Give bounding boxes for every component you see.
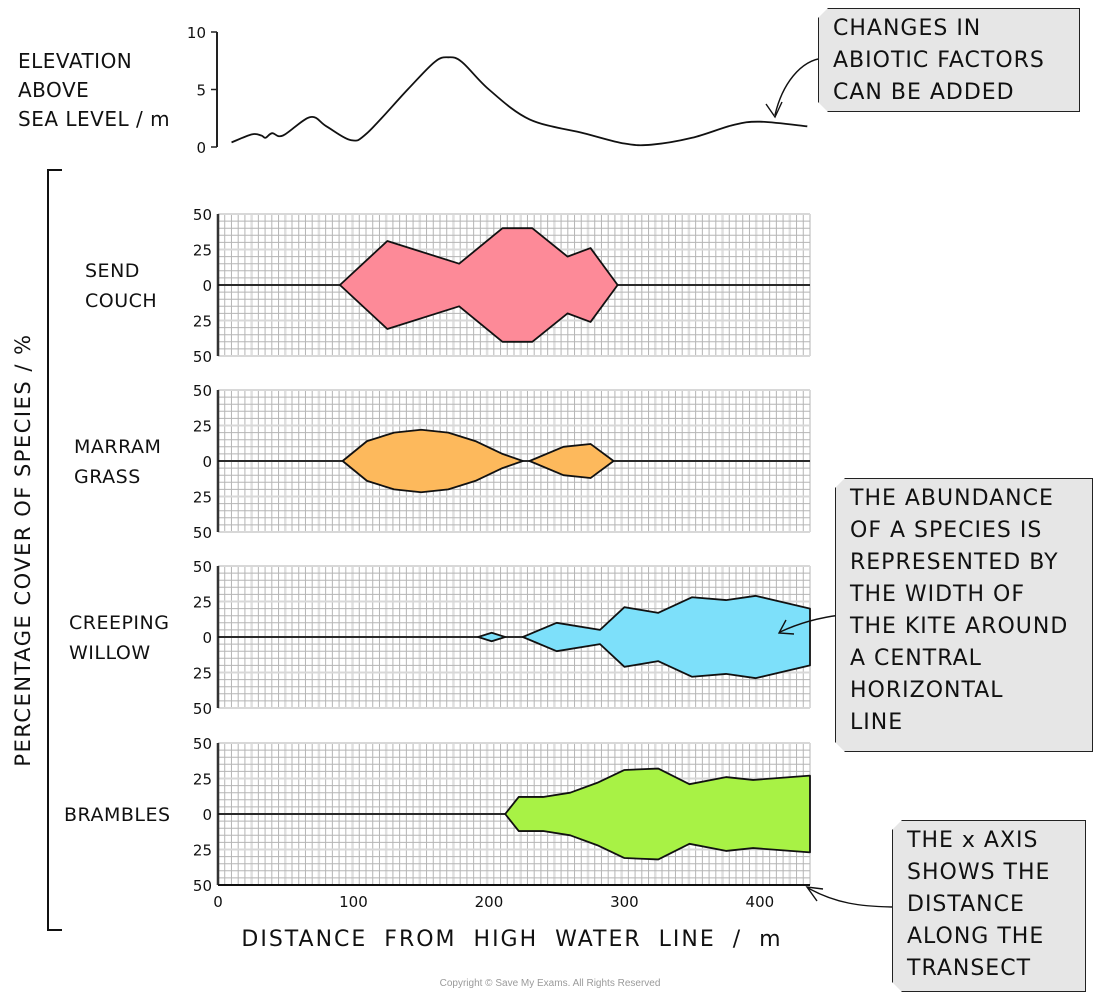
kite-panels: 502502550SENDCOUCH502502550MARRAMGRASS50… (64, 206, 811, 895)
kite-shape (341, 428, 524, 494)
panel-y-tick-label: 50 (193, 206, 212, 224)
x-tick-label: 300 (610, 893, 639, 911)
panel-y-tick-label: 25 (193, 842, 212, 860)
note-line: HORIZONTAL (850, 678, 1004, 703)
species-label: MARRAM (74, 436, 161, 458)
arrowhead-icon (805, 886, 824, 902)
species-label: GRASS (74, 466, 141, 488)
arrow-abundance (779, 614, 842, 633)
note-line: THE ABUNDANCE (850, 486, 1054, 511)
panel-y-tick-label: 0 (202, 277, 212, 295)
note-line: OF A SPECIES IS (850, 518, 1043, 543)
note-line: THE WIDTH OF (850, 582, 1026, 607)
kite-shape (477, 631, 507, 643)
arrow-abiotic (774, 57, 825, 116)
note-line: A CENTRAL (850, 646, 982, 671)
copyright-text: Copyright © Save My Exams. All Rights Re… (439, 978, 661, 989)
panel-y-tick-label: 50 (193, 524, 212, 542)
note-line: ALONG THE (907, 924, 1045, 949)
panel-y-tick-label: 0 (202, 806, 212, 824)
elevation-line (231, 56, 808, 147)
panel-y-tick-label: 25 (193, 242, 212, 260)
note-line: REPRESENTED BY (850, 550, 1059, 575)
panel-y-tick-label: 25 (193, 594, 212, 612)
panel-y-tick-label: 25 (193, 313, 212, 331)
elevation-y-label: SEA LEVEL / m (18, 107, 170, 131)
note-line: CHANGES IN (833, 16, 982, 41)
panel-y-tick-label: 25 (193, 665, 212, 683)
elevation-y-tick-label: 10 (187, 24, 206, 42)
kite-shape (339, 227, 619, 343)
species-label: CREEPING (69, 612, 169, 634)
panel-y-tick-label: 50 (193, 700, 212, 718)
note-line: DISTANCE (907, 892, 1025, 917)
note-line: THE x AXIS (907, 828, 1039, 853)
panel-y-tick-label: 0 (202, 629, 212, 647)
panel-y-tick-label: 50 (193, 735, 212, 753)
note-line: THE KITE AROUND (850, 614, 1069, 639)
elevation-y-tick-label: 0 (196, 139, 206, 157)
x-tick-label: 200 (475, 893, 504, 911)
note-line: TRANSECT (907, 956, 1032, 981)
note-abiotic-factors: CHANGES IN ABIOTIC FACTORS CAN BE ADDED (818, 8, 1080, 112)
panel-y-tick-label: 25 (193, 489, 212, 507)
panel-y-tick-label: 50 (193, 382, 212, 400)
note-x-axis: THE x AXIS SHOWS THE DISTANCE ALONG THE … (892, 820, 1086, 992)
elevation-y-label: ELEVATION (18, 49, 132, 73)
panel-y-tick-label: 25 (193, 418, 212, 436)
note-line: LINE (850, 710, 904, 735)
arrow-x-axis (807, 887, 899, 908)
panel-y-tick-label: 50 (193, 348, 212, 366)
kite-shape (521, 594, 811, 680)
note-line: ABIOTIC FACTORS (833, 48, 1045, 73)
panel-y-tick-label: 50 (193, 558, 212, 576)
panel-y-tick-label: 25 (193, 771, 212, 789)
arrowhead-icon (777, 619, 795, 635)
species-label: BRAMBLES (64, 804, 171, 826)
species-label: SEND (85, 260, 140, 282)
elevation-y-label: ABOVE (18, 78, 89, 102)
kite-shape (504, 767, 811, 861)
elevation-y-tick-label: 5 (196, 82, 206, 100)
x-tick-label: 100 (339, 893, 368, 911)
x-axis-title: DISTANCE FROM HIGH WATER LINE / m (241, 927, 782, 952)
species-label: COUCH (85, 290, 157, 312)
x-tick-label: 400 (746, 893, 775, 911)
x-tick-label: 0 (213, 893, 223, 911)
species-label: WILLOW (69, 642, 151, 664)
kite-shape (528, 443, 615, 479)
note-line: SHOWS THE (907, 860, 1051, 885)
arrowhead-icon (765, 101, 783, 119)
y-axis-title: PERCENTAGE COVER OF SPECIES / % (11, 333, 35, 766)
species-bracket (47, 169, 62, 931)
note-line: CAN BE ADDED (833, 80, 1015, 105)
note-kite-abundance: THE ABUNDANCE OF A SPECIES IS REPRESENTE… (835, 478, 1093, 752)
panel-y-tick-label: 0 (202, 453, 212, 471)
panel-y-tick-label: 50 (193, 877, 212, 895)
